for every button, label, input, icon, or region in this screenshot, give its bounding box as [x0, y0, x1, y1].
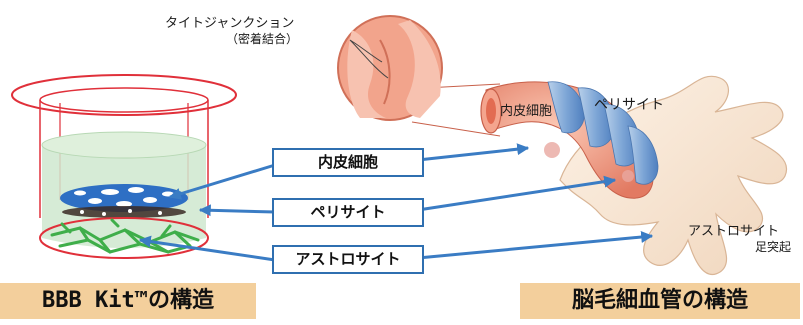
- arrow-endothelial-left: [168, 163, 276, 200]
- arrows: [138, 143, 654, 262]
- bbb-kit-cup: [11, 74, 237, 259]
- arrow-endothelial-right: [417, 143, 530, 162]
- bbb-kit-title: BBB Kit™の構造: [0, 283, 256, 319]
- pericyte-bands: [547, 81, 659, 185]
- tight-junction-sublabel: （密着結合）: [226, 32, 299, 46]
- endothelial-label-right: 内皮細胞: [500, 104, 553, 119]
- endothelial-layer: [60, 184, 188, 212]
- arrow-pericyte-right: [417, 175, 617, 212]
- pericyte-box: ペリサイト: [272, 198, 424, 227]
- astrocyte-label-right: アストロサイト: [688, 224, 780, 239]
- tight-junction-label: タイトジャンクション: [165, 16, 295, 31]
- astrocyte-endfoot-label: 足突起: [755, 240, 792, 254]
- astrocyte-mesh: [50, 218, 200, 254]
- pericyte-layer: [62, 206, 186, 218]
- astrocyte-box: アストロサイト: [272, 245, 424, 274]
- capillary-title: 脳毛細血管の構造: [520, 283, 800, 319]
- arrow-astrocyte-right: [417, 231, 654, 260]
- endothelial-box: 内皮細胞: [272, 148, 424, 177]
- pericyte-label-right: ペリサイト: [594, 97, 664, 113]
- arrow-pericyte-left: [198, 204, 276, 217]
- tight-junction-zoom: [337, 15, 501, 137]
- outer-rim-top: [11, 74, 237, 116]
- arrow-astrocyte-left: [138, 235, 276, 262]
